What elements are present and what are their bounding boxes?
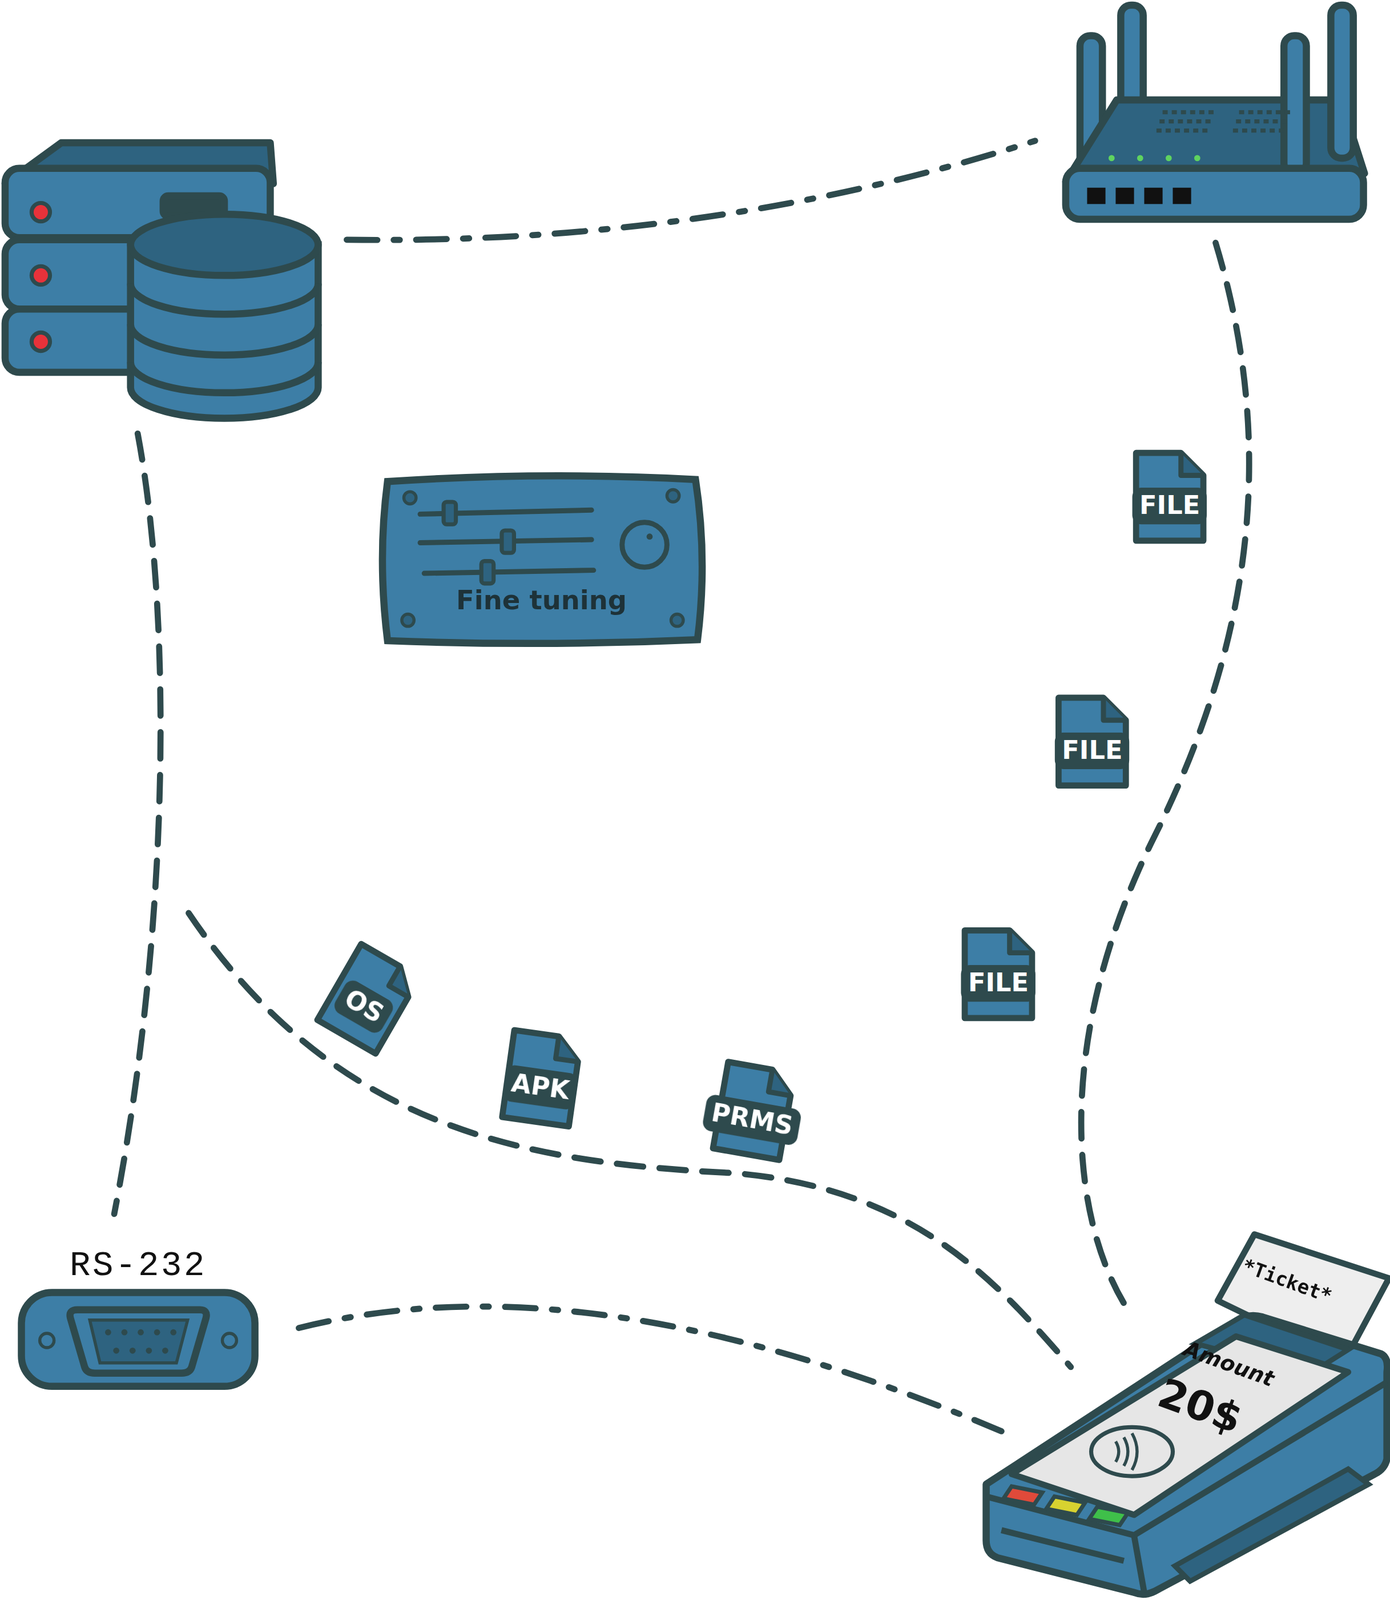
file-icon: OS [309,937,427,1062]
dashed-link [114,433,161,1214]
pos-terminal: *Ticket*Amount20$ [981,1229,1390,1597]
dashed-link [346,140,1035,241]
file-icon: FILE [958,925,1038,1023]
rs232-port: RS-232 [18,1246,259,1389]
file-icon: FILE [1052,693,1132,791]
tuning-panel: Fine tuning [379,470,704,647]
dashed-connector [298,1306,1002,1431]
panel-outline [379,470,704,647]
panel-label: Fine tuning [379,585,704,616]
file-icon: PRMS [706,1056,802,1166]
file-label: FILE [1054,732,1130,769]
file-icon: FILE [1129,448,1210,546]
file-label: FILE [1132,487,1208,525]
file-icon: APK [495,1024,588,1132]
router [1065,5,1365,220]
port-heading: RS-232 [18,1246,259,1287]
file-label: FILE [960,964,1036,1002]
dashed-link [188,912,1071,1367]
database-cylinder [130,214,319,418]
